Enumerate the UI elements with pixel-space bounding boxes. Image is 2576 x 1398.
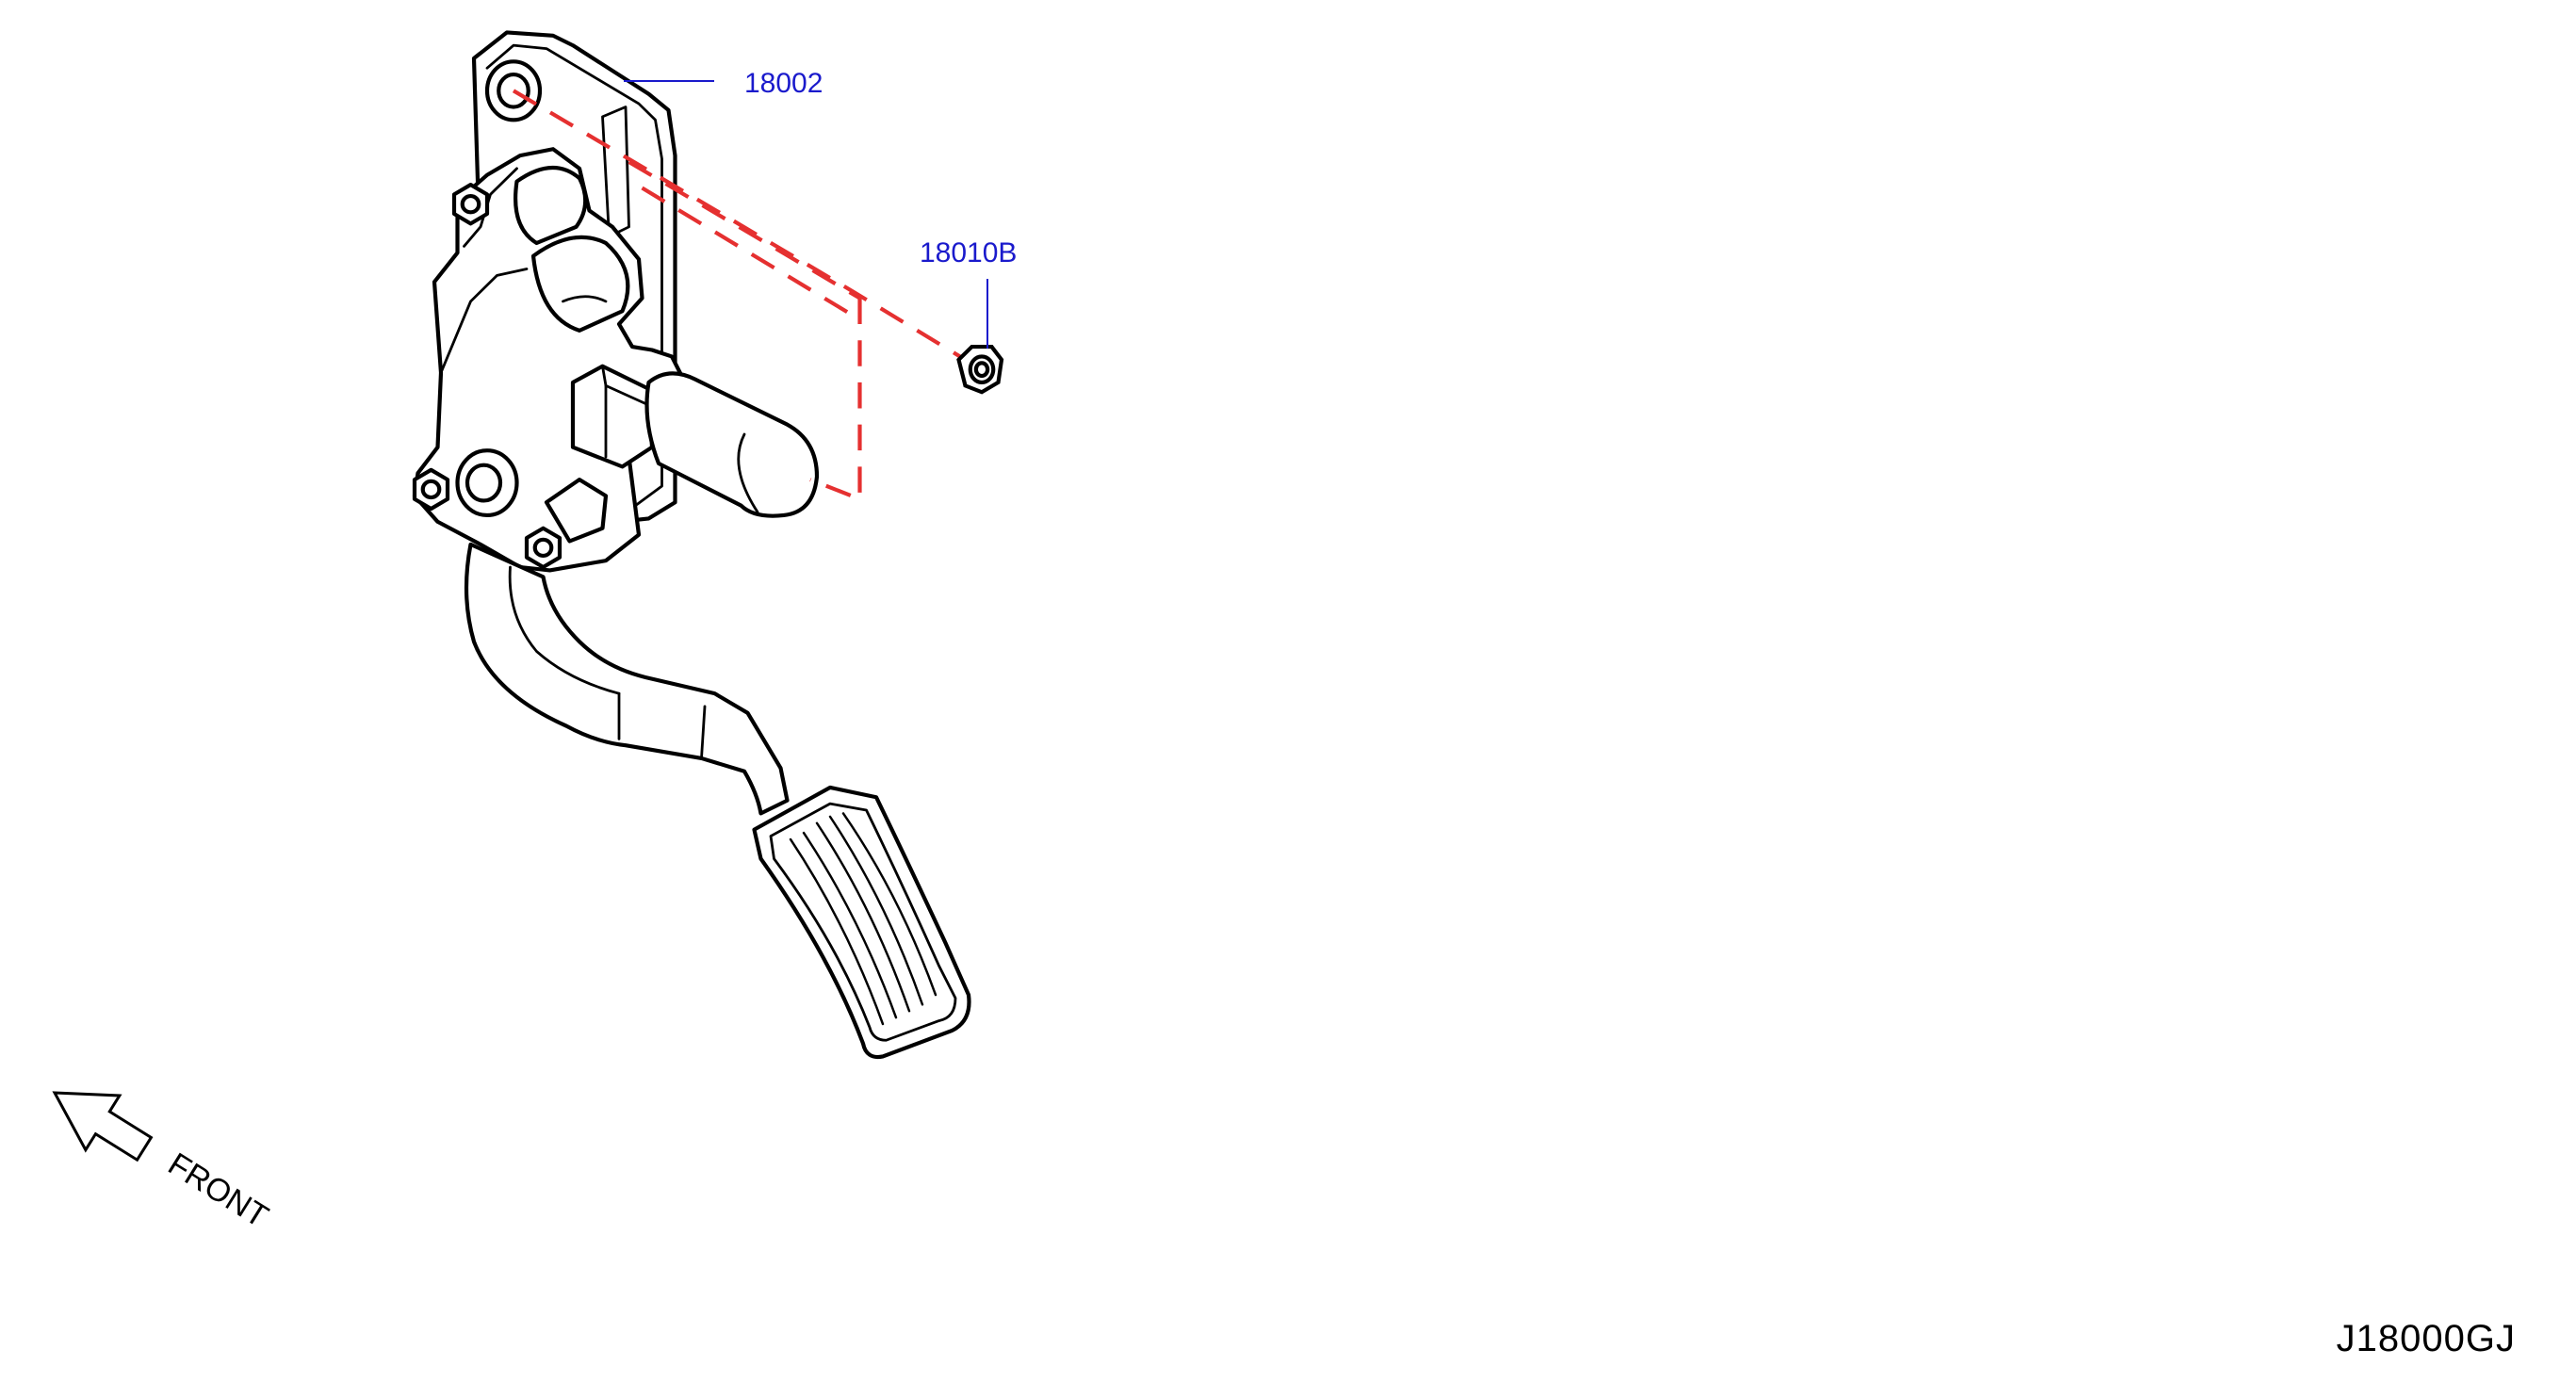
part-number-18002[interactable]: 18002 bbox=[744, 68, 823, 99]
diagram-id: J18000GJ bbox=[2336, 1318, 2516, 1359]
pedal-arm bbox=[464, 542, 790, 816]
part-number-18010b[interactable]: 18010B bbox=[920, 237, 1017, 268]
accelerator-pedal-assembly bbox=[412, 30, 971, 1060]
callout-18010b[interactable]: 18010B bbox=[920, 237, 1017, 349]
mounting-bolt bbox=[524, 526, 562, 570]
dashed-guide-lines bbox=[512, 89, 967, 502]
nut-18010b bbox=[956, 345, 1004, 395]
front-label: FRONT bbox=[162, 1146, 274, 1235]
callout-18002[interactable]: 18002 bbox=[624, 68, 823, 99]
front-direction-arrow-icon bbox=[52, 1091, 154, 1162]
mounting-bolt bbox=[412, 467, 450, 512]
mounting-bolt bbox=[451, 183, 490, 226]
